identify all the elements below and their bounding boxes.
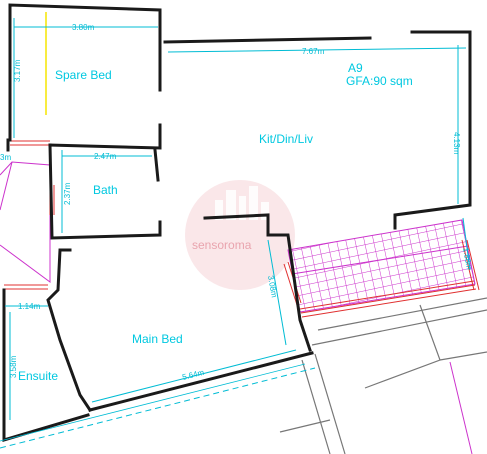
balcony-edge-3 [301, 288, 477, 318]
room-spare-bed: Spare Bed [55, 68, 112, 82]
balcony-side-1 [461, 239, 475, 291]
wall-main-bed-bottom [88, 351, 314, 412]
skyline-icon [215, 186, 269, 220]
entry-diag [0, 161, 13, 211]
site-line-3 [314, 353, 346, 454]
wall-spare-right [48, 123, 162, 150]
wall-living-top [163, 36, 372, 44]
room-ensuite: Ensuite [18, 369, 58, 383]
outer-solid [0, 363, 306, 442]
unit-name: A9 [348, 61, 363, 75]
balcony-edge-2 [300, 284, 476, 314]
site-line-1 [311, 309, 487, 346]
dim-corridor-width: 3m [0, 153, 11, 162]
site-road [364, 304, 441, 389]
wall-corridor [203, 213, 312, 352]
watermark: sensoroma [185, 180, 295, 290]
dim-spare-width: 3.80m [72, 23, 95, 32]
watermark-text: sensoroma [192, 238, 252, 252]
balcony [283, 219, 480, 318]
balcony-hatch [287, 219, 476, 313]
site-context [279, 297, 487, 454]
dimension-labels: 3.80m 3.17m 7.67m 4.13m 3m 2.47m 2.37m 1… [0, 23, 474, 382]
room-kit-din-liv: Kit/Din/Liv [259, 132, 313, 146]
balcony-inner-line [291, 245, 469, 275]
entry-area [0, 140, 55, 290]
site-line-4 [301, 359, 331, 454]
dim-line-main-depth [267, 239, 287, 346]
dim-ensuite-width: 1.14m [18, 302, 41, 311]
wall-bath [48, 143, 162, 240]
dim-living-depth: 4.13m [452, 132, 461, 155]
site-line-5 [279, 419, 331, 433]
wall-spare-top [8, 3, 162, 142]
dim-spare-depth: 3.17m [13, 59, 22, 82]
site-line-6 [439, 351, 487, 361]
dim-ensuite-depth: 3.58m [9, 355, 18, 378]
dim-bath-depth: 2.37m [63, 182, 72, 205]
dim-line-main-width [91, 349, 297, 403]
room-main-bed: Main Bed [132, 332, 183, 346]
outer-dashed [0, 367, 316, 449]
dim-living-width: 7.67m [302, 47, 325, 56]
dimensions [5, 18, 471, 420]
dim-bath-width: 2.47m [94, 152, 117, 161]
dim-balcony-depth: 1.88m [461, 247, 474, 271]
site-plot [449, 361, 473, 454]
unit-gfa: GFA:90 sqm [346, 74, 413, 88]
wall-main-bed [46, 248, 93, 413]
balcony-edge-1 [299, 280, 475, 310]
wall-living-top-right [393, 30, 472, 230]
dim-line-balcony [462, 217, 471, 271]
balcony-door-1 [283, 263, 298, 306]
dim-main-depth: 3.08m [266, 275, 279, 299]
balcony-side-2 [466, 239, 480, 291]
dim-line-living-width [167, 47, 467, 53]
site-line-2 [317, 297, 487, 331]
room-labels: Spare Bed A9 GFA:90 sqm Kit/Din/Liv Bath… [18, 61, 413, 383]
outer-lines [0, 12, 316, 449]
wall-bath-right [153, 148, 160, 182]
room-bath: Bath [93, 183, 118, 197]
